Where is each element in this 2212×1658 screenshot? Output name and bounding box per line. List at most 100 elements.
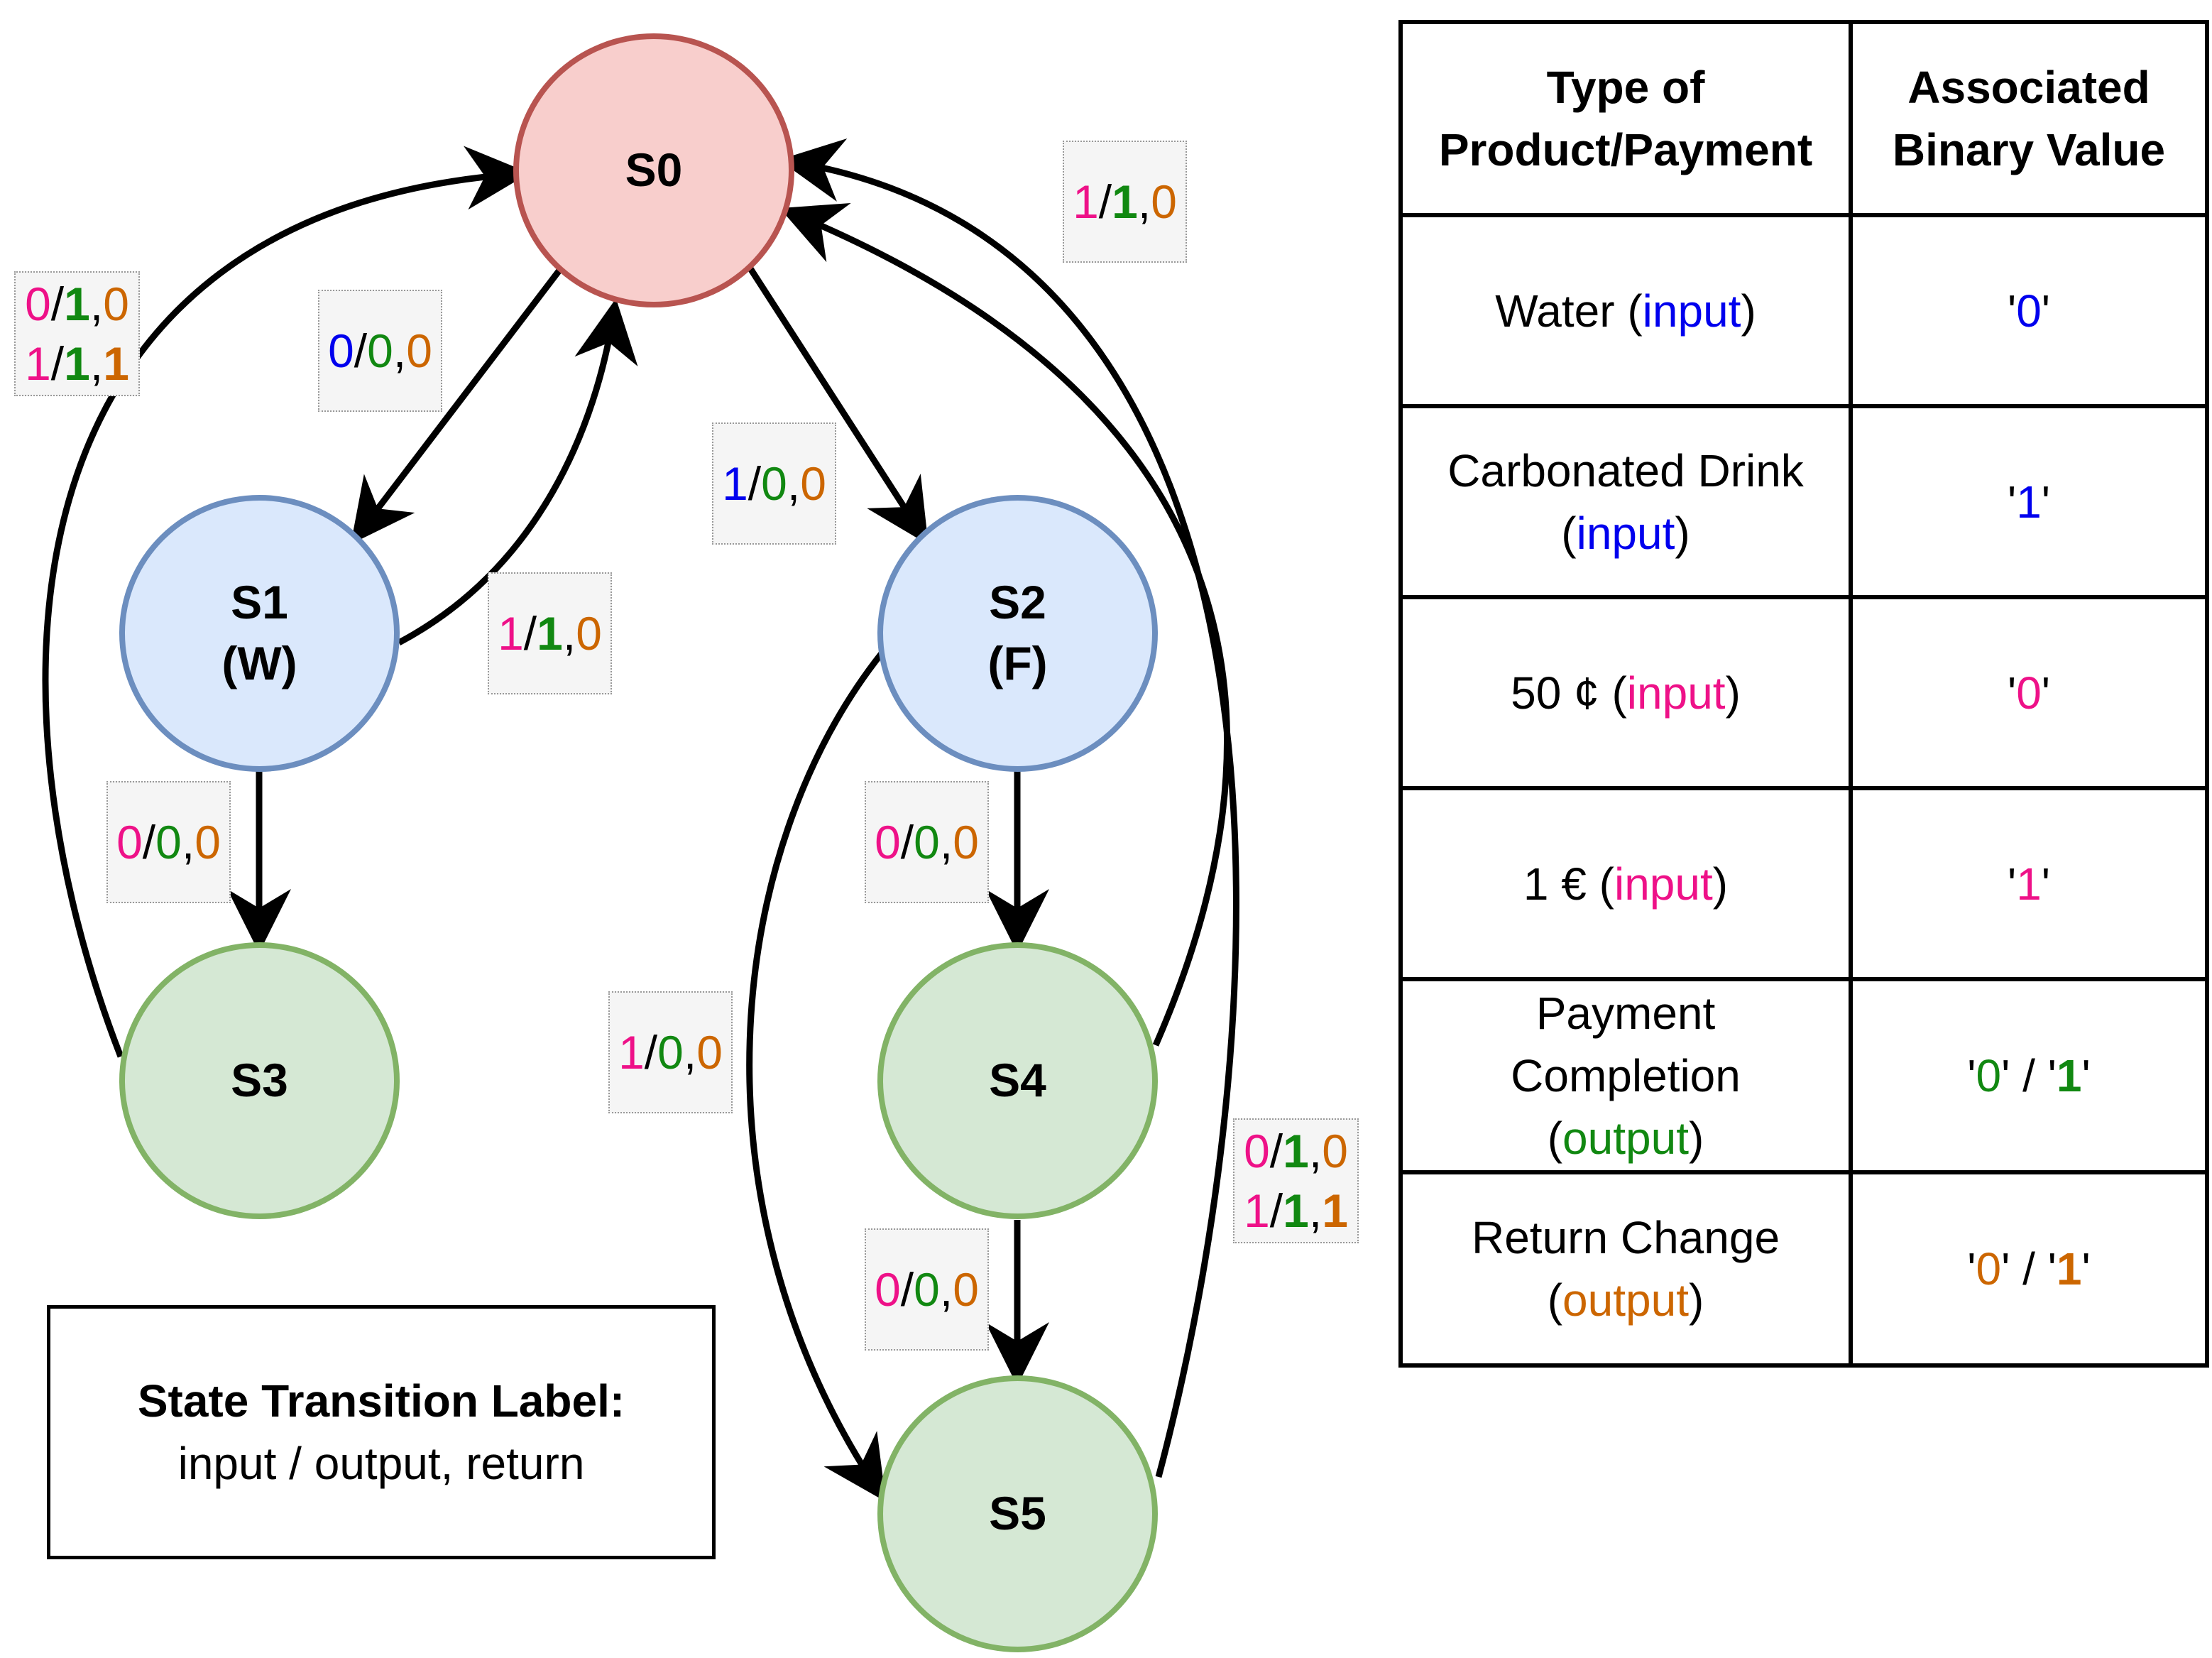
label-output: 0 xyxy=(657,1026,684,1079)
sep: / xyxy=(2010,1243,2048,1294)
label-s2-s4: 0/0,0 xyxy=(865,781,989,903)
comma: , xyxy=(89,278,104,330)
state-s1[interactable]: S1 (W) xyxy=(119,495,400,772)
label-return: 0 xyxy=(1151,175,1177,228)
row-euro-value: '1' xyxy=(1849,786,2209,981)
label-input: 1 xyxy=(498,607,524,660)
row-water-kind: input xyxy=(1642,285,1741,337)
slash: / xyxy=(1098,175,1112,228)
quote: ' xyxy=(2007,858,2017,910)
quote: ' xyxy=(2001,1050,2010,1101)
label-return: 0 xyxy=(195,816,221,868)
row-fifty-bit: 0 xyxy=(2016,667,2042,719)
legend-text: input / output, return xyxy=(177,1438,585,1489)
row-payment-value: '0' / '1' xyxy=(1849,977,2209,1174)
quote: ' xyxy=(1967,1243,1976,1294)
row-euro-name: 1 € xyxy=(1523,858,1587,910)
label-return: 1 xyxy=(1322,1184,1348,1237)
label-return: 0 xyxy=(696,1026,723,1079)
comma: , xyxy=(939,816,953,868)
quote: ' xyxy=(2047,1050,2057,1101)
quote: ' xyxy=(2007,667,2017,719)
header-value-line2: Binary Value xyxy=(1892,124,2166,175)
table-row-fifty-cents: 50 ¢ (input) '0' xyxy=(1398,595,2209,790)
label-input: 0 xyxy=(328,324,354,377)
label-output: 1 xyxy=(1283,1125,1309,1177)
row-euro-type: 1 € (input) xyxy=(1398,786,1853,981)
table-row-carbonated: Carbonated Drink(input) '1' xyxy=(1398,404,2209,599)
legend-title: State Transition Label: xyxy=(137,1375,625,1427)
row-payment-name2: Completion xyxy=(1511,1050,1741,1101)
state-s2-label: S2 xyxy=(989,576,1046,629)
comma: , xyxy=(89,337,104,390)
row-water-bit: 0 xyxy=(2016,285,2042,337)
state-s1-label: S1 xyxy=(231,576,288,629)
comma: , xyxy=(393,324,407,377)
slash: / xyxy=(900,816,914,868)
edge-s0-s2 xyxy=(746,264,929,545)
state-s2-sublabel: (F) xyxy=(987,637,1048,689)
quote: ' xyxy=(1967,1050,1976,1101)
label-input: 0 xyxy=(875,816,901,868)
label-return: 0 xyxy=(953,816,979,868)
paren: ( xyxy=(1547,1275,1563,1326)
row-change-type: Return Change(output) xyxy=(1398,1170,1853,1368)
header-type-line2: Product/Payment xyxy=(1438,124,1813,175)
label-output: 0 xyxy=(914,1263,940,1316)
slash: / xyxy=(354,324,368,377)
state-s3[interactable]: S3 xyxy=(119,942,400,1219)
slash: / xyxy=(50,278,65,330)
state-s1-sublabel: (W) xyxy=(221,637,297,689)
label-input: 0 xyxy=(25,278,51,330)
slash: / xyxy=(1269,1125,1283,1177)
row-change-value: '0' / '1' xyxy=(1849,1170,2209,1368)
quote: ' xyxy=(2041,667,2051,719)
comma: , xyxy=(562,607,576,660)
paren: ) xyxy=(1725,667,1741,719)
row-carb-type: Carbonated Drink(input) xyxy=(1398,404,1853,599)
row-water-name: Water xyxy=(1495,285,1615,337)
row-fifty-kind: input xyxy=(1626,667,1726,719)
label-s1-s3: 0/0,0 xyxy=(106,781,231,903)
slash: / xyxy=(50,337,65,390)
paren: ) xyxy=(1688,1275,1704,1326)
edge-s1-s0 xyxy=(397,298,638,645)
quote: ' xyxy=(2041,285,2051,337)
comma: , xyxy=(939,1263,953,1316)
comma: , xyxy=(181,816,195,868)
quote: ' xyxy=(2007,476,2017,528)
edge-s2-s5 xyxy=(746,651,887,1502)
slash: / xyxy=(748,457,762,510)
state-s5[interactable]: S5 xyxy=(877,1375,1158,1652)
comma: , xyxy=(683,1026,697,1079)
paren: ( xyxy=(1627,285,1643,337)
state-s4[interactable]: S4 xyxy=(877,942,1158,1219)
label-s0-s1: 0/0,0 xyxy=(318,290,442,412)
row-carb-bit: 1 xyxy=(2016,476,2042,528)
comma: , xyxy=(1308,1184,1323,1237)
label-return: 0 xyxy=(576,607,602,660)
state-s2[interactable]: S2 (F) xyxy=(877,495,1158,772)
slash: / xyxy=(900,1263,914,1316)
comma: , xyxy=(787,457,801,510)
slash: / xyxy=(1269,1184,1283,1237)
state-s3-label: S3 xyxy=(231,1054,288,1107)
row-carb-name: Carbonated Drink xyxy=(1447,445,1804,496)
header-type-line1: Type of xyxy=(1546,62,1705,113)
label-input: 0 xyxy=(116,816,143,868)
label-input: 1 xyxy=(722,457,748,510)
label-output: 0 xyxy=(155,816,182,868)
label-s2-s5: 1/0,0 xyxy=(608,991,733,1113)
paren: ) xyxy=(1688,1113,1704,1164)
state-s0[interactable]: S0 xyxy=(513,33,794,307)
quote: ' xyxy=(2007,285,2017,337)
paren: ) xyxy=(1741,285,1756,337)
slash: / xyxy=(644,1026,658,1079)
label-output: 0 xyxy=(761,457,787,510)
label-input: 1 xyxy=(1073,175,1099,228)
state-s5-label: S5 xyxy=(989,1487,1046,1540)
